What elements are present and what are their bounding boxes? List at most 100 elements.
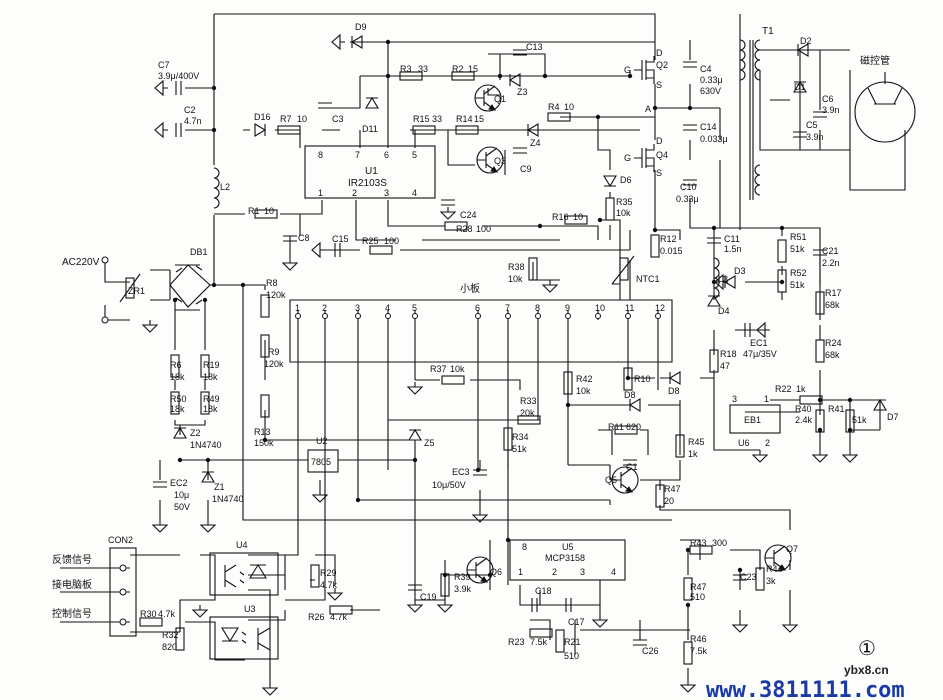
ground-symbol-25 (731, 620, 749, 633)
ic-u1-pin1: 1 (318, 188, 323, 198)
con2-ref: CON2 (108, 535, 133, 545)
diode-z4: Z4 (526, 123, 541, 148)
label-r24v: 68k (825, 350, 840, 360)
label-c2: C2 (184, 105, 196, 115)
label-c3: C3 (332, 114, 344, 124)
label-a: A (645, 104, 651, 114)
small-board-pin-5: 5 (412, 303, 418, 319)
small-board-title: 小板 (460, 282, 480, 295)
label-r19v: 18k (203, 372, 218, 382)
small-board-pin-9: 9 (565, 303, 571, 319)
label-z3: Z3 (517, 87, 528, 97)
junction-dot-6 (542, 73, 548, 79)
small-board-pin-label-2: 2 (322, 303, 327, 313)
capacitor-c23: C23 (733, 572, 757, 582)
label-r12: R12 (660, 234, 677, 244)
capacitor-c24: C24 (441, 199, 477, 220)
label-r3: R3 (400, 64, 412, 74)
label-g: G (624, 153, 631, 163)
diode-d4: D4 (707, 294, 730, 316)
label-ec1v: 47μ/35V (743, 349, 777, 359)
label-d: D (656, 48, 663, 58)
label-r11v: 620 (626, 422, 641, 432)
small-board-pin-label-12: 12 (655, 303, 665, 313)
small-board-pin-4: 4 (385, 303, 391, 319)
transistor-q5: Q5 (605, 466, 639, 494)
ground-symbol-27 (679, 680, 697, 693)
resistor-r10: R10 (623, 367, 651, 391)
diode-z5: Z5 (408, 428, 435, 448)
ground-symbol-14 (151, 520, 169, 533)
junction-dot-8 (595, 114, 601, 120)
label-r39v: 3.9k (454, 584, 472, 594)
ic-u1-part: IR2103S (348, 178, 387, 189)
label-r17: R17 (825, 288, 842, 298)
ground-symbol-left-3 (331, 33, 345, 51)
label-d4: D4 (718, 306, 730, 316)
label-l2: L2 (220, 182, 230, 192)
label-r46v: 7.5k (690, 646, 708, 656)
small-board-pin-3: 3 (355, 303, 361, 319)
label-q1: Q1 (494, 94, 506, 104)
junction-dot-35 (505, 537, 511, 543)
junction-dot-32 (537, 223, 543, 229)
label-q5: Q5 (605, 475, 617, 485)
junction-dot-10 (687, 105, 693, 111)
label-c4-voltage: 630V (700, 86, 721, 96)
label-c23: C23 (740, 572, 757, 582)
diode-z3: Z3 (508, 73, 528, 97)
junction-dot-18 (817, 427, 823, 433)
label-r49: R49 (203, 394, 220, 404)
capacitor-c19: C19 (408, 584, 437, 602)
label-r50v: 18k (170, 404, 185, 414)
label-c10: C10 (680, 182, 697, 192)
label-r33: R33 (520, 396, 537, 406)
label-r38: R38 (508, 262, 525, 272)
ground-symbol-left-9 (756, 321, 770, 339)
label-r23: R23 (508, 637, 525, 647)
label-r41v: 51k (852, 415, 867, 425)
label-r13v: 150k (254, 438, 274, 448)
junction-dot-21 (262, 437, 268, 443)
label-d6: D6 (620, 175, 632, 185)
ic-u1-ref: U1 (365, 166, 378, 177)
small-board-pin-label-11: 11 (625, 303, 634, 313)
label-r8v: 120k (266, 290, 286, 300)
label-c17: C17 (568, 617, 585, 627)
label-d1: D1 (794, 82, 806, 92)
junction-dot-5 (497, 73, 503, 79)
label-r43: R43 (690, 538, 707, 548)
label-c7v: 3.9μ/400V (158, 71, 199, 81)
label-r47av: 20 (664, 496, 674, 506)
label-q4: Q4 (656, 150, 668, 160)
ground-symbol-left-6 (311, 241, 325, 259)
ground-symbol-24 (591, 615, 609, 628)
ic-u1-pin2: 2 (352, 188, 357, 198)
label-r42v: 10k (576, 386, 591, 396)
label-r17v: 68k (825, 300, 840, 310)
varistor-zr1: ZR1 (101, 256, 145, 324)
diode-d7: D7 (873, 398, 899, 422)
label-r9v: 120k (264, 359, 284, 369)
label-r28v: 100 (476, 224, 491, 234)
label-r39: R39 (454, 572, 471, 582)
ground-symbol-7 (541, 280, 559, 293)
label-ec1: EC1 (750, 338, 768, 348)
transformer-t1 (739, 39, 761, 200)
label-c4: C4 (700, 64, 712, 74)
junction-dot-20 (240, 282, 246, 288)
label-r37: R37 (430, 364, 447, 374)
diode-d8: D8 (668, 371, 681, 396)
